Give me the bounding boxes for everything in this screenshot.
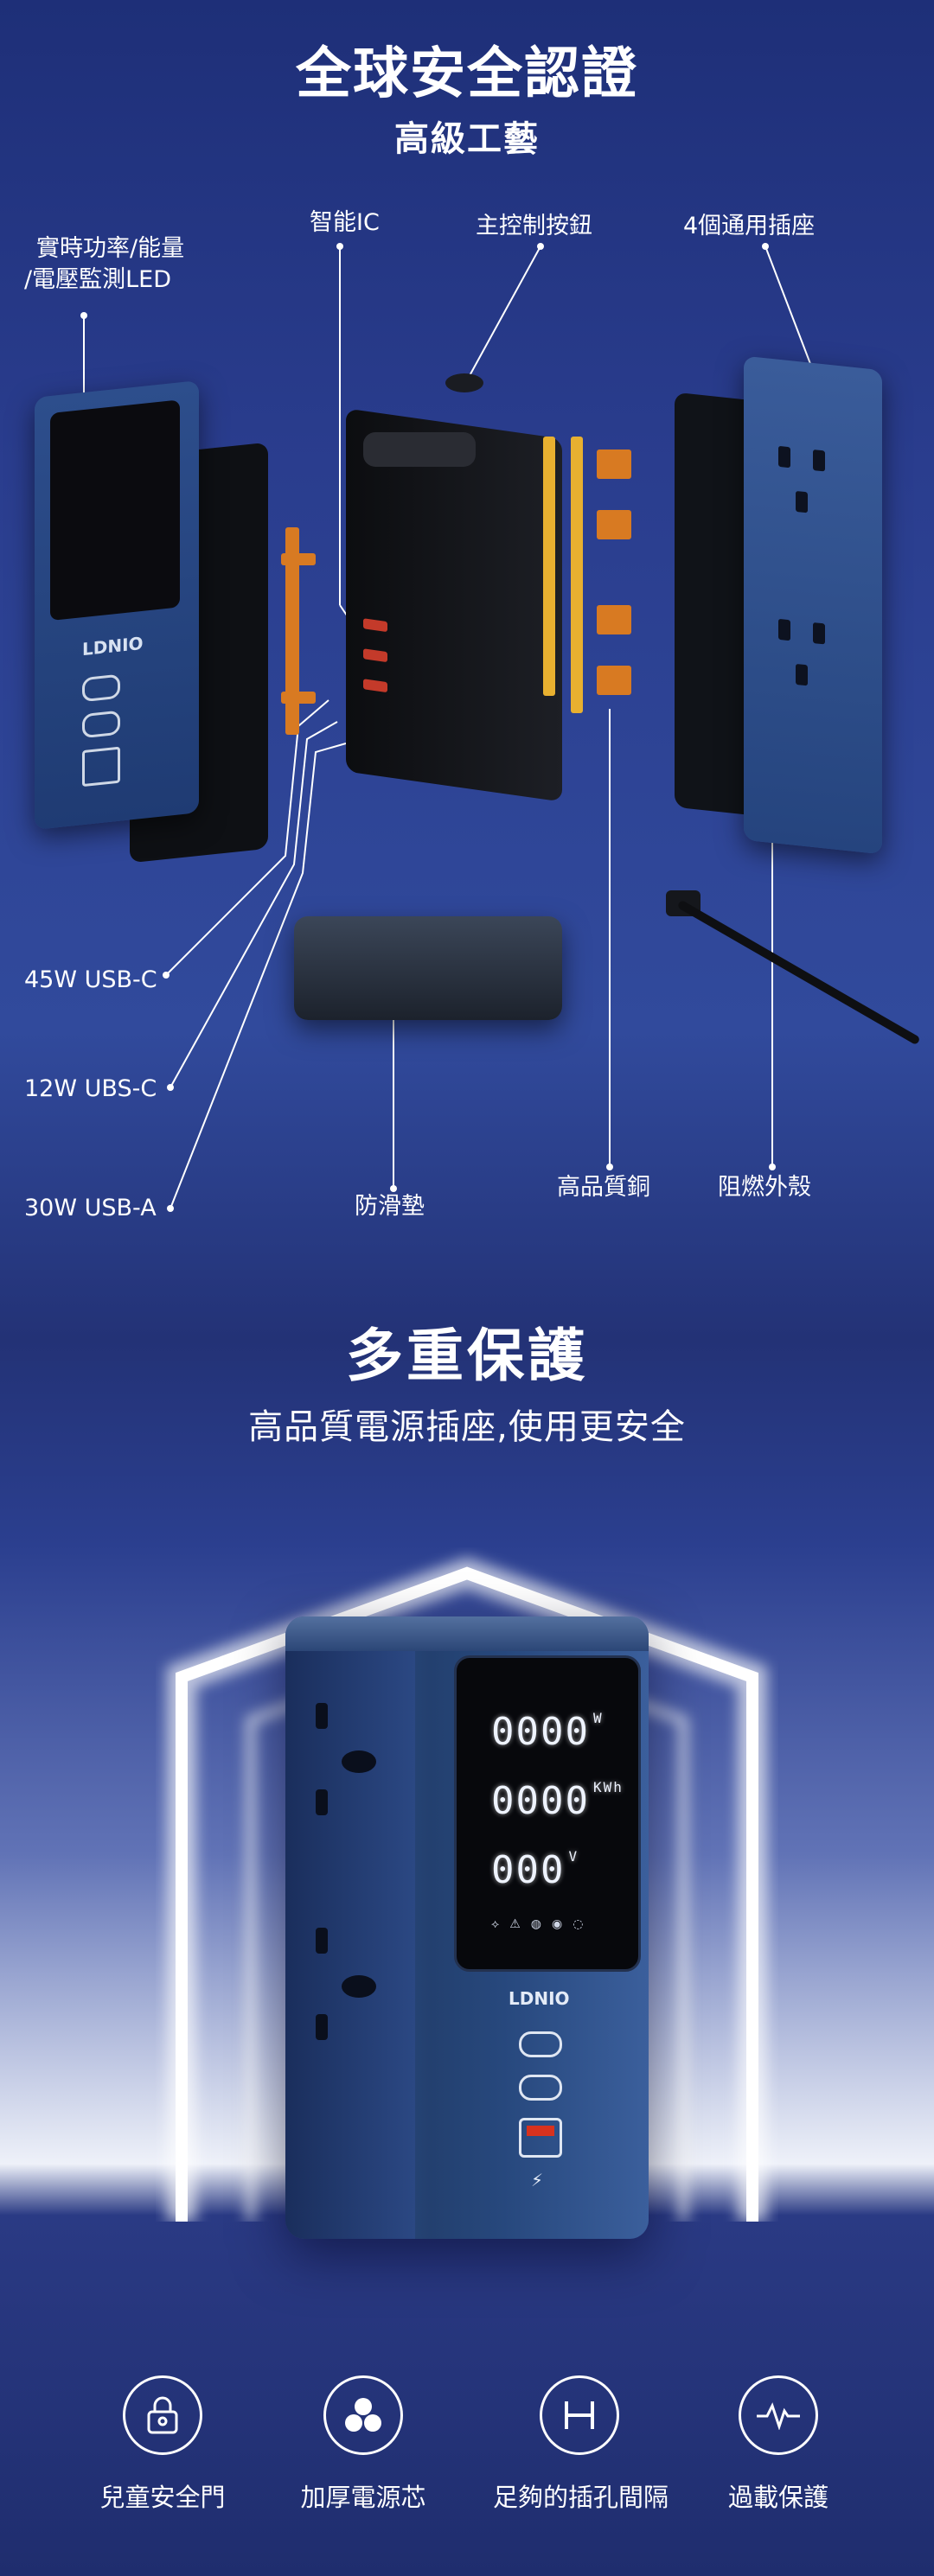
socket-icon [778, 618, 848, 704]
feature-child-safety: 兒童安全門 [76, 2375, 249, 2514]
usb-module-chip [363, 618, 387, 633]
core-top-block [363, 432, 476, 467]
label-high-quality-copper: 高品質銅 [557, 1174, 650, 1201]
copper-contact [597, 450, 631, 479]
front-panel-illustration: LDNIO [35, 380, 199, 830]
label-usb-a-30w: 30W USB-A [24, 1195, 157, 1221]
usb-c-port-icon [82, 673, 120, 703]
usb-c-port-icon [519, 2075, 562, 2101]
display-status-icons: ⟡⚠◍◉◌ [491, 1917, 594, 1931]
usb-a-port-icon [82, 746, 120, 787]
usb-module-chip [363, 679, 387, 693]
led-screen [50, 399, 180, 622]
anti-slip-pad-illustration [294, 916, 562, 1020]
protection-subtitle: 高品質電源插座,使用更安全 [248, 1407, 686, 1447]
label-universal-sockets: 4個通用插座 [683, 213, 816, 239]
socket-side [285, 1651, 415, 2239]
usb-c-port-icon [82, 710, 120, 739]
top-cap [285, 1616, 649, 1651]
label-ubs-c-12w: 12W UBS-C [24, 1075, 157, 1102]
label-flame-retardant-shell: 阻燃外殼 [718, 1174, 811, 1201]
spacing-icon [540, 2375, 619, 2455]
triple-core-icon [323, 2375, 403, 2455]
main-button-knob [445, 373, 483, 392]
usb-c-port-icon [519, 2031, 562, 2057]
feature-label: 加厚電源芯 [300, 2483, 426, 2512]
pulse-icon [739, 2375, 818, 2455]
usb-a-port-icon [519, 2118, 562, 2158]
copper-contact [597, 666, 631, 695]
craftsmanship-subtitle: 高級工藝 [394, 119, 540, 159]
circuit-core-illustration [346, 408, 562, 802]
feature-label: 足夠的插孔間隔 [493, 2483, 669, 2512]
copper-strip [281, 553, 316, 565]
copper-contact [597, 510, 631, 539]
label-smart-ic: 智能IC [310, 209, 380, 236]
label-monitor-led-2: /電壓監測LED [24, 266, 171, 293]
label-main-button: 主控制按鈕 [476, 213, 592, 239]
copper-busbar [543, 437, 555, 696]
socket-icon [778, 445, 848, 531]
copper-contact [597, 605, 631, 634]
copper-strip [281, 692, 316, 704]
lock-icon [123, 2375, 202, 2455]
socket-icon [307, 1703, 393, 1833]
copper-strip [285, 527, 299, 735]
protection-title: 多重保護 [346, 1323, 588, 1389]
feature-spacing: 足夠的插孔間隔 [493, 2375, 669, 2514]
label-anti-slip-pad: 防滑墊 [355, 1193, 425, 1220]
feature-thick-core: 加厚電源芯 [277, 2375, 450, 2514]
brand-logo: LDNIO [509, 1988, 570, 2009]
label-monitor-led-1: 實時功率/能量 [36, 235, 185, 262]
socket-shell-illustration [744, 355, 882, 855]
usb-module-chip [363, 648, 387, 663]
brand-logo: LDNIO [82, 632, 144, 660]
feature-overload: 過載保護 [692, 2375, 865, 2514]
lightning-icon: ⚡ [531, 2170, 544, 2190]
socket-icon [307, 1928, 393, 2057]
label-usb-c-45w: 45W USB-C [24, 966, 157, 993]
feature-label: 兒童安全門 [99, 2483, 226, 2512]
feature-label: 過載保護 [727, 2483, 828, 2512]
power-cable [676, 899, 921, 1046]
certification-title: 全球安全認證 [296, 42, 638, 106]
copper-busbar [571, 437, 583, 713]
